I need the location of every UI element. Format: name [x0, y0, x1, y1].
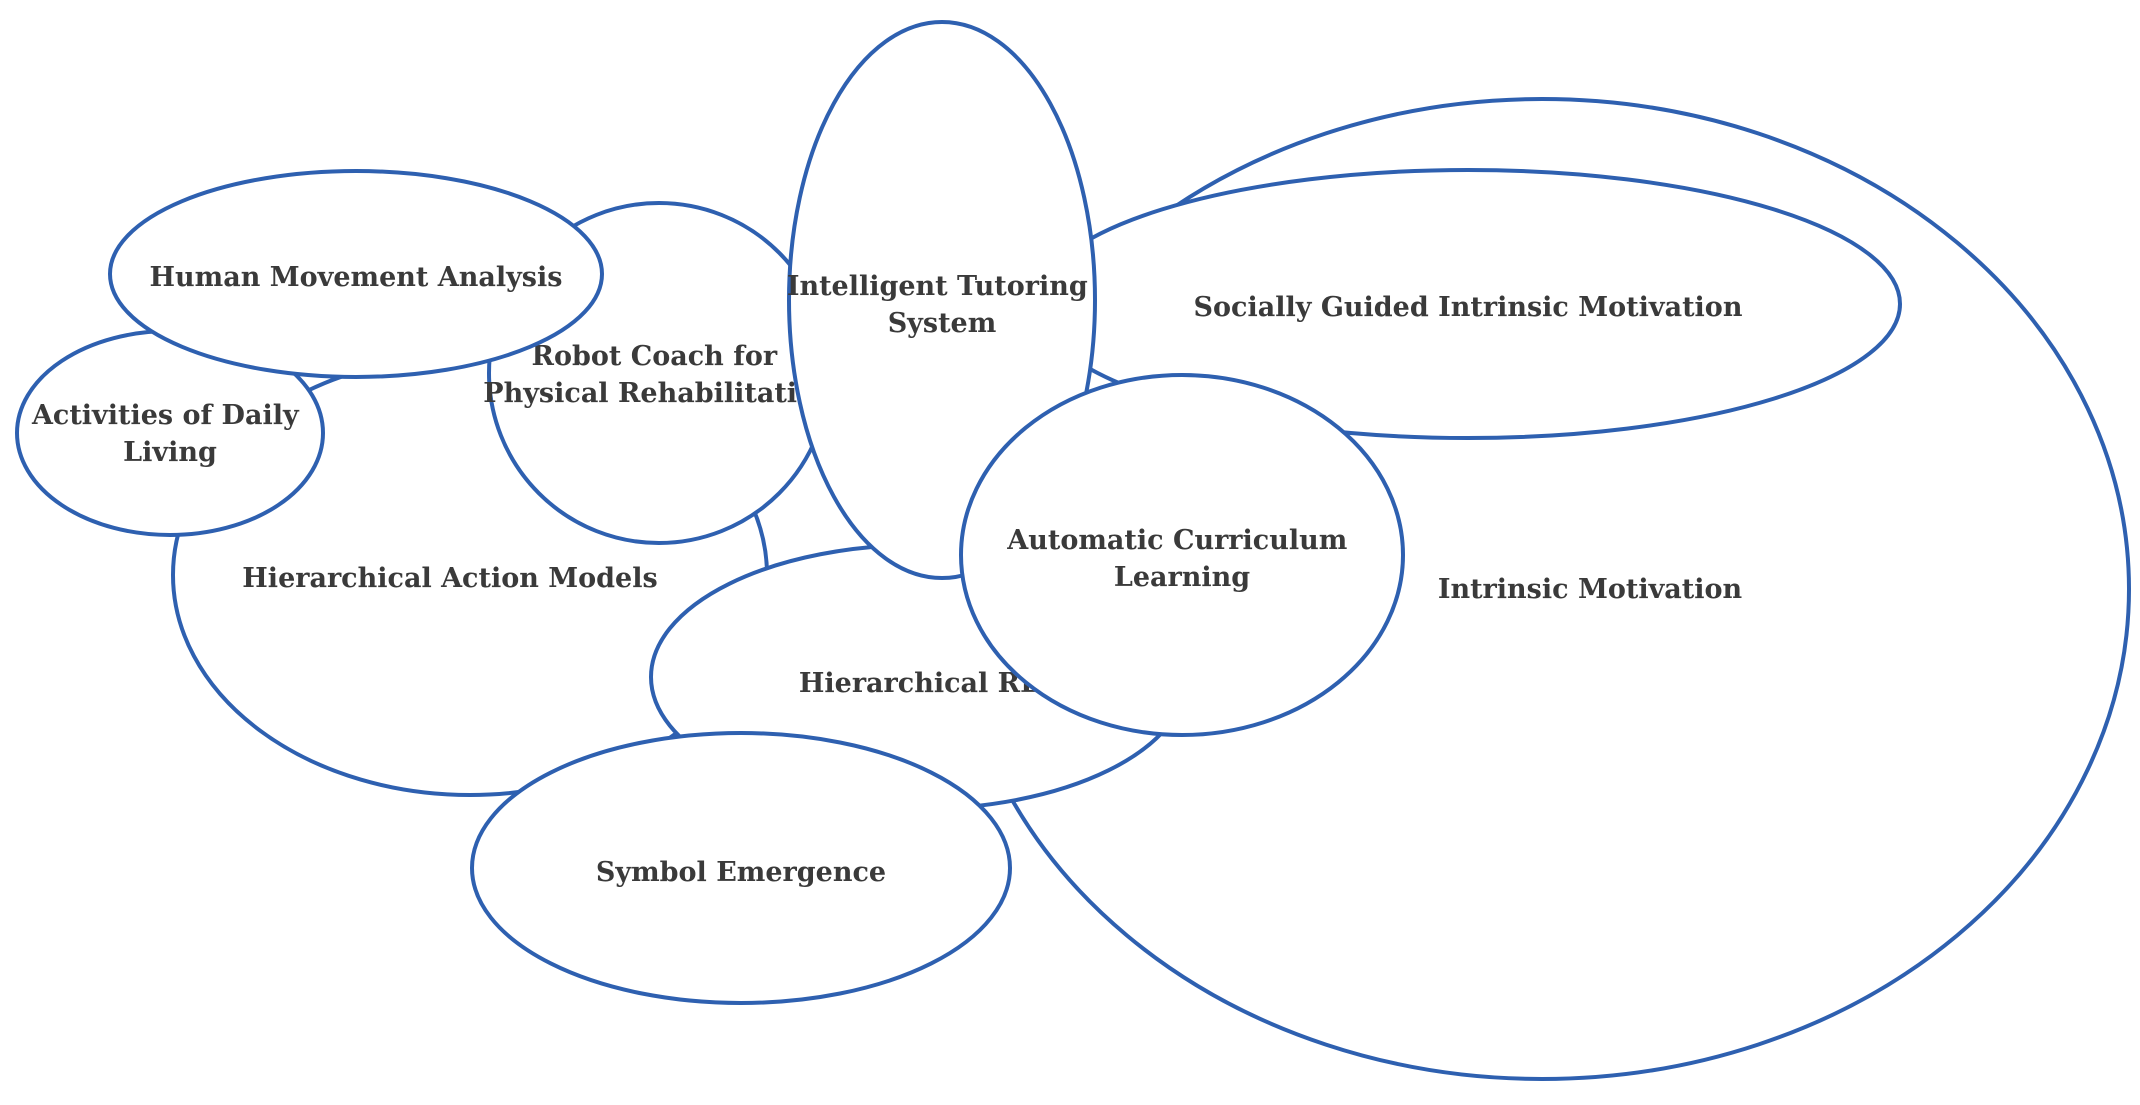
label-activities-daily-living: Activities of Daily Living	[31, 400, 308, 468]
label-automatic-curriculum-learning: Automatic Curriculum Learning	[1006, 525, 1356, 593]
ellipse-activities-daily-living: Activities of Daily Living	[15, 329, 325, 537]
label-hierarchical-action-models: Hierarchical Action Models	[242, 563, 657, 594]
label-human-movement-analysis: Human Movement Analysis	[150, 262, 563, 293]
label-intelligent-tutoring-system: Intelligent Tutoring System	[787, 271, 1097, 339]
ellipse-automatic-curriculum-learning: Automatic Curriculum Learning	[959, 373, 1405, 737]
label-symbol-emergence: Symbol Emergence	[596, 857, 886, 888]
ellipse-symbol-emergence: Symbol Emergence	[470, 731, 1012, 1005]
label-socially-guided-intrinsic-motivation: Socially Guided Intrinsic Motivation	[1194, 292, 1743, 323]
label-robot-coach: Robot Coach for Physical Rehabilitation	[483, 341, 835, 409]
label-intrinsic-motivation: Intrinsic Motivation	[1438, 574, 1743, 605]
ellipse-human-movement-analysis: Human Movement Analysis	[108, 169, 604, 379]
label-hierarchical-rl: Hierarchical RL	[799, 668, 1039, 699]
ellipse-socially-guided-intrinsic-motivation: Socially Guided Intrinsic Motivation	[1034, 168, 1902, 440]
